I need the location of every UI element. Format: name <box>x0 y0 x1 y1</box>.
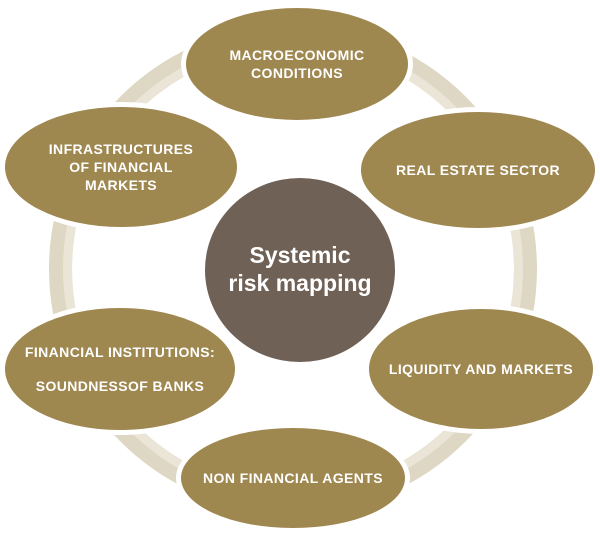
node-label-line: MARKETS <box>84 177 158 194</box>
node-financial-institutions-soundness-of-banks: FINANCIAL INSTITUTIONS: SOUNDNESSOF BANK… <box>5 308 235 430</box>
node-systemic-risk-mapping: Systemic risk mapping <box>205 178 395 362</box>
node-label-line: FINANCIAL INSTITUTIONS: <box>24 343 216 360</box>
node-label-line: LIQUIDITY AND MARKETS <box>388 360 574 377</box>
node-real-estate-sector: REAL ESTATE SECTOR <box>361 112 595 228</box>
node-label-line: INFRASTRUCTURES <box>48 140 194 157</box>
node-label-line: MACROECONOMIC <box>229 46 365 63</box>
node-label-line: REAL ESTATE SECTOR <box>395 161 561 178</box>
node-label-line: OF FINANCIAL <box>69 158 173 175</box>
node-label-line: NON FINANCIAL AGENTS <box>203 469 383 486</box>
node-label-line: SOUNDNESSOF BANKS <box>35 378 205 394</box>
center-label-line: risk mapping <box>228 270 372 296</box>
node-label-line: CONDITIONS <box>251 65 343 81</box>
node-macroeconomic-conditions: MACROECONOMIC CONDITIONS <box>186 8 408 120</box>
center-label-line: Systemic <box>249 242 351 269</box>
node-non-financial-agents: NON FINANCIAL AGENTS <box>181 428 405 528</box>
node-liquidity-and-markets: LIQUIDITY AND MARKETS <box>369 309 593 429</box>
node-infrastructures-of-financial-markets: INFRASTRUCTURES OF FINANCIAL MARKETS <box>5 107 237 227</box>
